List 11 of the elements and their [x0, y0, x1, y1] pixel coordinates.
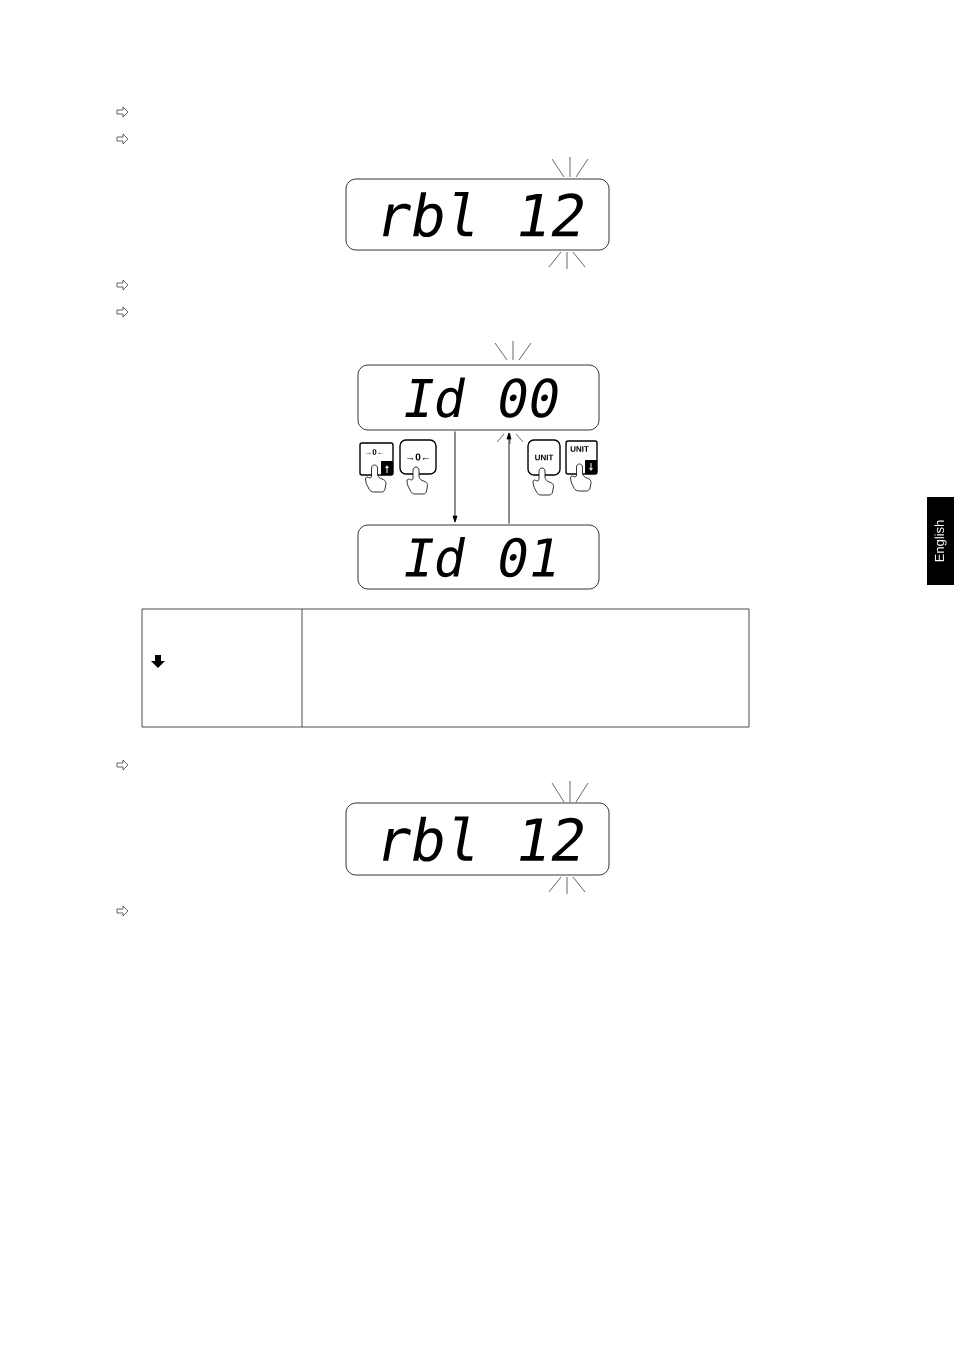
- key-button: →0←: [399, 439, 437, 475]
- lcd-display: Id 01: [357, 524, 600, 590]
- key-button: UNIT: [565, 440, 598, 475]
- language-tab: English: [927, 497, 954, 585]
- key-button: →0←: [359, 442, 394, 476]
- lcd-display: rbl 12: [345, 178, 610, 251]
- lcd-display: Id 00: [357, 364, 600, 431]
- lcd-display: rbl 12: [345, 802, 610, 876]
- arrow: [452, 430, 458, 523]
- key-button: UNIT: [527, 439, 561, 476]
- arrow: [506, 432, 512, 525]
